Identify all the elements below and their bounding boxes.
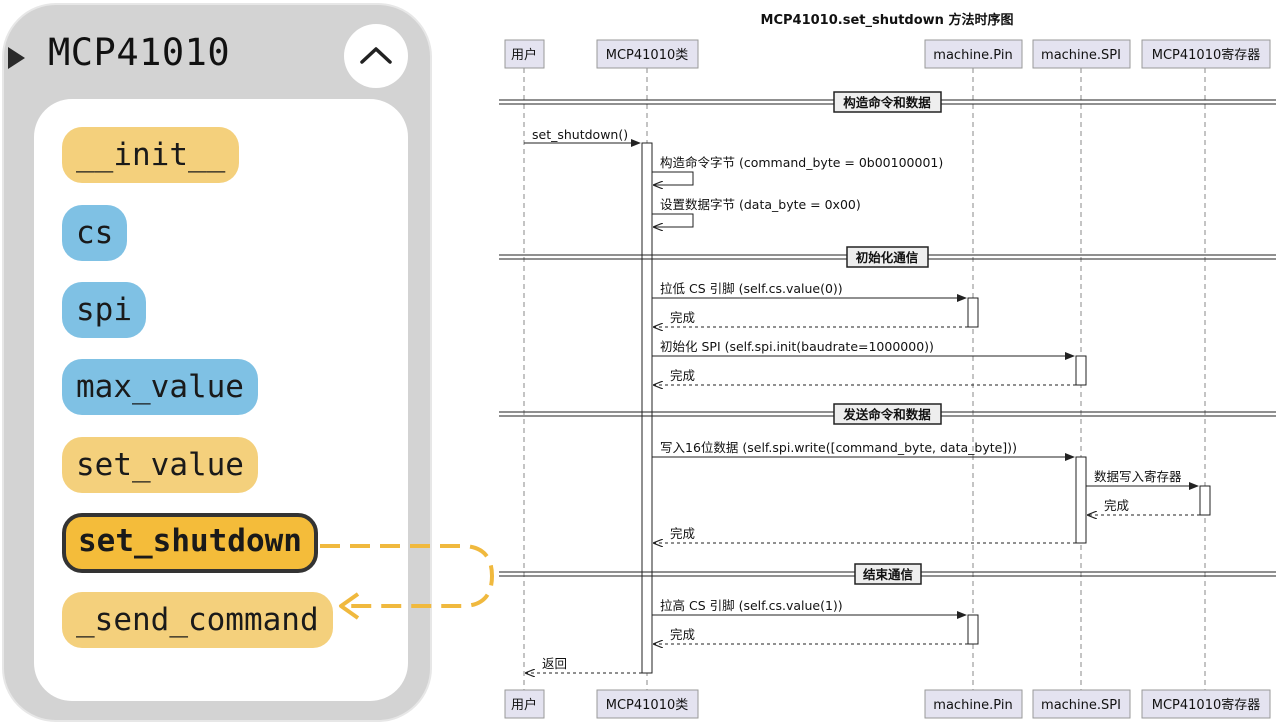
svg-text:用户: 用户	[511, 697, 537, 713]
svg-text:完成: 完成	[670, 627, 695, 642]
svg-text:拉高 CS 引脚 (self.cs.value(1)): 拉高 CS 引脚 (self.cs.value(1))	[660, 598, 843, 613]
svg-text:MCP41010寄存器: MCP41010寄存器	[1152, 697, 1261, 713]
svg-text:machine.SPI: machine.SPI	[1041, 698, 1121, 713]
message-write-register: 数据写入寄存器	[1086, 469, 1199, 490]
svg-text:set_shutdown(): set_shutdown()	[532, 127, 628, 142]
collapse-button[interactable]	[344, 24, 408, 88]
return-spi-write: 完成	[654, 526, 1076, 543]
member-max-value[interactable]: max_value	[62, 359, 258, 415]
participant-spi-bottom: machine.SPI	[1032, 689, 1131, 719]
svg-text:完成: 完成	[670, 526, 695, 541]
participant-class-top: MCP41010类	[596, 39, 699, 69]
svg-text:初始化通信: 初始化通信	[856, 250, 919, 265]
group-divider-4: 结束通信	[499, 563, 1276, 585]
member-send-command[interactable]: _send_command	[62, 592, 333, 648]
svg-text:构造命令字节 (command_byte = 0b00100: 构造命令字节 (command_byte = 0b00100001)	[660, 155, 943, 170]
return-cs-low: 完成	[654, 310, 968, 327]
return-write-register: 完成	[1088, 498, 1200, 515]
group-divider-3: 发送命令和数据	[499, 403, 1276, 425]
member-spi[interactable]: spi	[62, 282, 146, 338]
participant-pin-top: machine.Pin	[924, 39, 1023, 69]
svg-text:结束通信: 结束通信	[863, 567, 914, 582]
expand-triangle-icon[interactable]	[8, 47, 25, 69]
return-to-user: 返回	[526, 656, 642, 673]
svg-text:MCP41010寄存器: MCP41010寄存器	[1152, 47, 1261, 63]
class-name: MCP41010	[48, 31, 231, 74]
svg-text:MCP41010类: MCP41010类	[606, 48, 689, 63]
participant-register-top: MCP41010寄存器	[1141, 39, 1271, 69]
member-init[interactable]: __init__	[62, 127, 240, 183]
svg-text:完成: 完成	[670, 368, 695, 383]
svg-text:machine.Pin: machine.Pin	[933, 48, 1012, 63]
group-divider-1: 构造命令和数据	[499, 91, 1276, 113]
activation-boxes	[641, 142, 1211, 674]
message-build-data-byte: 设置数据字节 (data_byte = 0x00)	[652, 197, 861, 227]
svg-text:写入16位数据 (self.spi.write([comma: 写入16位数据 (self.spi.write([command_byte, d…	[660, 440, 1017, 455]
message-set-shutdown: set_shutdown()	[524, 127, 641, 147]
message-cs-low: 拉低 CS 引脚 (self.cs.value(0))	[652, 281, 967, 302]
message-spi-init: 初始化 SPI (self.spi.init(baudrate=1000000)…	[652, 339, 1075, 360]
svg-text:初始化 SPI (self.spi.init(baudrat: 初始化 SPI (self.spi.init(baudrate=1000000)…	[660, 339, 934, 354]
svg-text:构造命令和数据: 构造命令和数据	[843, 95, 931, 110]
member-cs[interactable]: cs	[62, 205, 128, 261]
participant-pin-bottom: machine.Pin	[924, 689, 1023, 719]
participant-user-top: 用户	[504, 39, 545, 69]
message-spi-write: 写入16位数据 (self.spi.write([command_byte, d…	[652, 440, 1075, 461]
member-list: __init__ cs spi max_value set_value set_…	[34, 99, 408, 701]
return-spi-init: 完成	[654, 368, 1076, 385]
participant-user-bottom: 用户	[504, 689, 545, 719]
message-cs-high: 拉高 CS 引脚 (self.cs.value(1))	[652, 598, 967, 619]
svg-text:machine.Pin: machine.Pin	[933, 698, 1012, 713]
member-set-value[interactable]: set_value	[62, 437, 258, 493]
group-divider-2: 初始化通信	[499, 246, 1276, 268]
svg-text:用户: 用户	[511, 47, 537, 63]
svg-text:拉低 CS 引脚 (self.cs.value(0)): 拉低 CS 引脚 (self.cs.value(0))	[660, 281, 843, 296]
participant-spi-top: machine.SPI	[1032, 39, 1131, 69]
participant-register-bottom: MCP41010寄存器	[1141, 689, 1271, 719]
svg-text:完成: 完成	[670, 310, 695, 325]
return-cs-high: 完成	[654, 627, 968, 644]
svg-text:返回: 返回	[542, 656, 567, 671]
chevron-up-icon	[360, 47, 392, 64]
diagram-title: MCP41010.set_shutdown 方法时序图	[761, 12, 1014, 28]
participant-class-bottom: MCP41010类	[596, 689, 699, 719]
svg-text:machine.SPI: machine.SPI	[1041, 48, 1121, 63]
member-set-shutdown[interactable]: set_shutdown	[62, 513, 318, 573]
svg-text:MCP41010类: MCP41010类	[606, 698, 689, 713]
svg-text:完成: 完成	[1104, 498, 1129, 513]
message-build-command-byte: 构造命令字节 (command_byte = 0b00100001)	[652, 155, 943, 185]
class-panel: MCP41010 __init__ cs spi max_value set_v…	[2, 3, 432, 722]
svg-text:发送命令和数据: 发送命令和数据	[842, 407, 931, 422]
svg-text:数据写入寄存器: 数据写入寄存器	[1094, 469, 1182, 484]
svg-text:设置数据字节 (data_byte = 0x00): 设置数据字节 (data_byte = 0x00)	[660, 197, 861, 212]
